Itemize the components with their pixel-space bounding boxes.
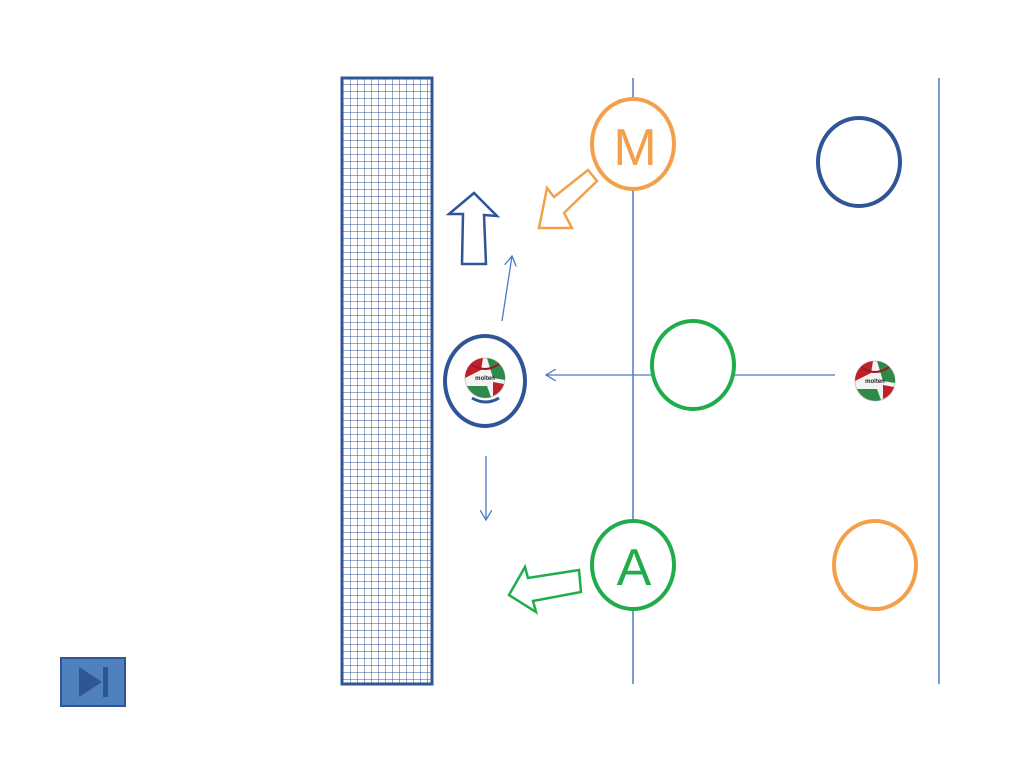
player-blue-back	[816, 116, 902, 208]
setter-hands-icon	[471, 396, 500, 404]
player-green-middle	[650, 319, 736, 411]
attacker-move-arrow-icon	[507, 563, 583, 615]
player-orange-back	[832, 519, 918, 611]
player-setter: molten	[443, 334, 527, 428]
middle-move-arrow-icon	[537, 168, 599, 230]
block-arrow-icon	[445, 191, 501, 266]
player-attacker-label: A	[617, 539, 652, 597]
player-middle: M	[590, 97, 676, 191]
server-volleyball-icon: molten	[853, 360, 897, 402]
server-ball-brand-text: molten	[865, 379, 885, 385]
volleyball-icon: molten	[463, 357, 507, 399]
player-middle-label: M	[613, 119, 656, 177]
skip-forward-icon	[79, 667, 108, 697]
next-slide-button[interactable]	[60, 657, 126, 707]
set-arrow-up	[501, 256, 512, 322]
ball-brand-text: molten	[475, 376, 495, 382]
net	[340, 76, 434, 686]
player-attacker: A	[590, 519, 676, 611]
